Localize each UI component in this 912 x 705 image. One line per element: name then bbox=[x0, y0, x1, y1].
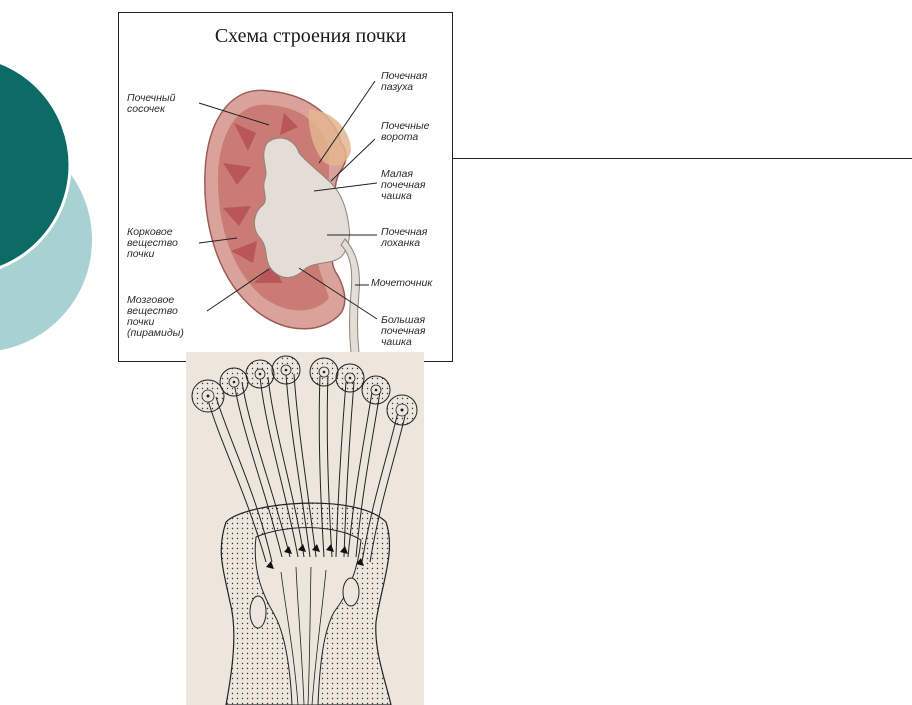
vesicle-left bbox=[249, 595, 267, 629]
cell-bodies bbox=[191, 355, 418, 426]
renal-sinus bbox=[308, 109, 351, 166]
figure-title: Схема строения почки bbox=[214, 25, 407, 47]
label-minor-calyx: Малая почечная чашка bbox=[381, 168, 426, 202]
leader-lines bbox=[198, 80, 378, 320]
central-fibers bbox=[280, 566, 327, 705]
neuron-stalks bbox=[207, 373, 407, 563]
vesicle-right bbox=[342, 577, 360, 607]
label-renal-cortex: Корковое вещество почки bbox=[127, 226, 178, 260]
kidney-illustration bbox=[198, 80, 378, 354]
kidney-diagram: Схема строения почки Почечный сосочек По… bbox=[118, 12, 453, 362]
renal-pelvis bbox=[254, 137, 350, 278]
label-renal-pelvis: Почечная лоханка bbox=[381, 226, 428, 249]
label-ureter: Мочеточник bbox=[371, 277, 433, 289]
label-renal-hilum: Почечные ворота bbox=[381, 120, 430, 143]
lumen bbox=[254, 527, 362, 705]
label-renal-medulla: Мозговое вещество почки (пирамиды) bbox=[127, 294, 184, 339]
white-ring bbox=[0, 60, 72, 270]
horizontal-rule bbox=[453, 158, 912, 159]
nephron-illustration bbox=[191, 355, 418, 705]
nucleoli bbox=[206, 368, 404, 412]
label-major-calyx: Большая почечная чашка bbox=[381, 314, 426, 348]
decorative-circles bbox=[0, 60, 92, 351]
nephron-drawing bbox=[186, 352, 424, 705]
dark-teal-circle bbox=[0, 62, 70, 268]
terminal-knobs bbox=[266, 544, 364, 569]
label-renal-sinus: Почечная пазуха bbox=[381, 70, 428, 93]
nuclei bbox=[201, 364, 409, 417]
label-renal-papilla: Почечный сосочек bbox=[127, 92, 176, 115]
